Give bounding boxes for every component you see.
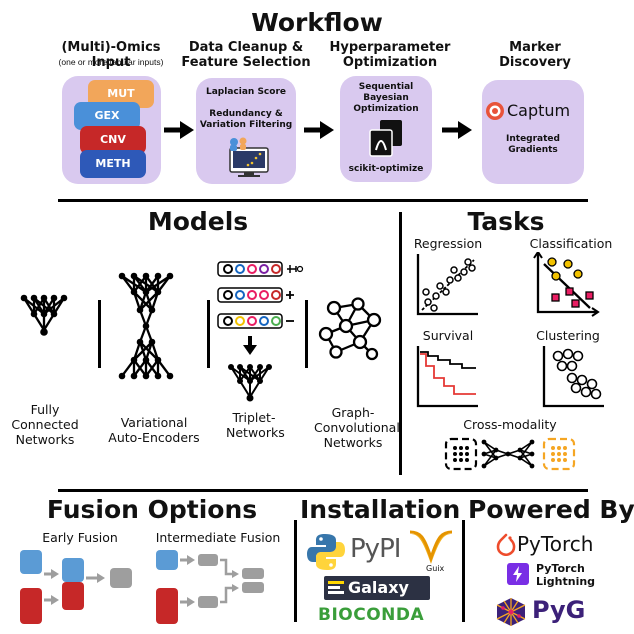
vae-network-icon: [118, 272, 174, 380]
triplet-inputs-icon: [217, 261, 304, 329]
python-logo-icon: [307, 534, 345, 570]
section-divider: [58, 489, 588, 492]
pytorch-label: PyTorch: [517, 532, 594, 556]
lightning-logo-icon: [507, 563, 529, 585]
galaxy-label: Galaxy: [348, 578, 409, 597]
early-fusion-diagram-icon: [20, 550, 132, 624]
classification-plot-icon: [533, 252, 600, 317]
regression-label: Regression: [413, 236, 483, 251]
step-omics-subtitle: (one or more tabular inputs): [58, 57, 164, 67]
omics-gex: GEX: [74, 102, 140, 130]
laplacian-score-label: Laplacian Score: [206, 87, 286, 97]
fusion-title: Fusion Options: [46, 495, 258, 524]
intermediate-fusion-label: Intermediate Fusion: [155, 530, 281, 545]
omics-cnv: CNV: [80, 126, 146, 154]
fully-connected-label: Fully Connected Networks: [11, 402, 79, 447]
omics-meth: METH: [80, 150, 146, 178]
arrow-right-icon: [304, 121, 334, 139]
installation-title: Installation: [300, 495, 461, 524]
scikit-optimize-label: scikit-optimize: [348, 164, 424, 174]
arrow-down-icon: [243, 336, 257, 355]
survival-label: Survival: [422, 328, 474, 343]
marker-panel: [482, 80, 584, 184]
pyg-label: PyG: [532, 596, 586, 624]
clustering-plot-icon: [542, 346, 604, 408]
redundancy-filter-label: Redundancy & Variation Filtering: [199, 109, 293, 130]
clustering-label: Clustering: [536, 328, 600, 343]
section-divider: [462, 520, 465, 622]
galaxy-badge: [324, 576, 430, 600]
cross-modality-icon: [444, 437, 576, 471]
captum-label: Captum: [507, 101, 571, 120]
cross-modality-label: Cross-modality: [463, 417, 557, 432]
scikit-optimize-logo-icon: [369, 120, 402, 157]
vae-label: Variational Auto-Encoders: [108, 415, 200, 445]
models-divider: [207, 300, 210, 368]
triplet-network-icon: [228, 364, 272, 402]
bayesian-optimization-label: Sequential Bayesian Optimization: [353, 82, 419, 114]
step-marker-title: Marker Discovery: [499, 40, 571, 70]
arrow-right-icon: [164, 121, 194, 139]
models-title: Models: [147, 207, 249, 236]
galaxy-logo-icon: [328, 581, 344, 594]
feature-selection-icon: [229, 137, 269, 177]
intermediate-fusion-diagram-icon: [156, 550, 264, 624]
step-cleanup-title: Data Cleanup & Feature Selection: [181, 40, 311, 70]
bioconda-label: BIOCONDA: [318, 605, 425, 625]
regression-plot-icon: [416, 254, 478, 316]
early-fusion-label: Early Fusion: [42, 530, 118, 545]
classification-label: Classification: [529, 236, 613, 251]
guix-logo-icon: [409, 530, 453, 564]
captum-logo-icon: [486, 102, 504, 120]
tasks-title: Tasks: [467, 207, 545, 236]
step-hyperparameter-title: Hyperparameter Optimization: [329, 40, 451, 70]
graph-network-icon: [318, 297, 382, 361]
step-omics-title: (Multi)-Omics Input: [61, 40, 161, 70]
guix-label: Guix: [426, 564, 445, 573]
triplet-label: Triplet-Networks: [226, 410, 285, 440]
section-divider: [399, 212, 402, 475]
survival-plot-icon: [416, 346, 478, 408]
pyg-logo-icon: [496, 598, 526, 626]
powered-title: Powered By: [468, 495, 634, 524]
fully-connected-network-icon: [20, 294, 68, 336]
models-divider: [98, 300, 101, 368]
section-divider: [294, 520, 297, 622]
pytorch-logo-icon: [496, 533, 516, 556]
lightning-label: PyTorch Lightning: [536, 562, 596, 588]
workflow-title: Workflow: [251, 8, 383, 37]
integrated-gradients-label: Integrated Gradients: [506, 134, 560, 155]
graph-convolutional-label: Graph-Convolutional Networks: [314, 405, 400, 450]
section-divider: [58, 199, 588, 202]
arrow-right-icon: [442, 121, 472, 139]
models-divider: [305, 300, 308, 368]
pypi-label: PyPI: [350, 534, 401, 564]
